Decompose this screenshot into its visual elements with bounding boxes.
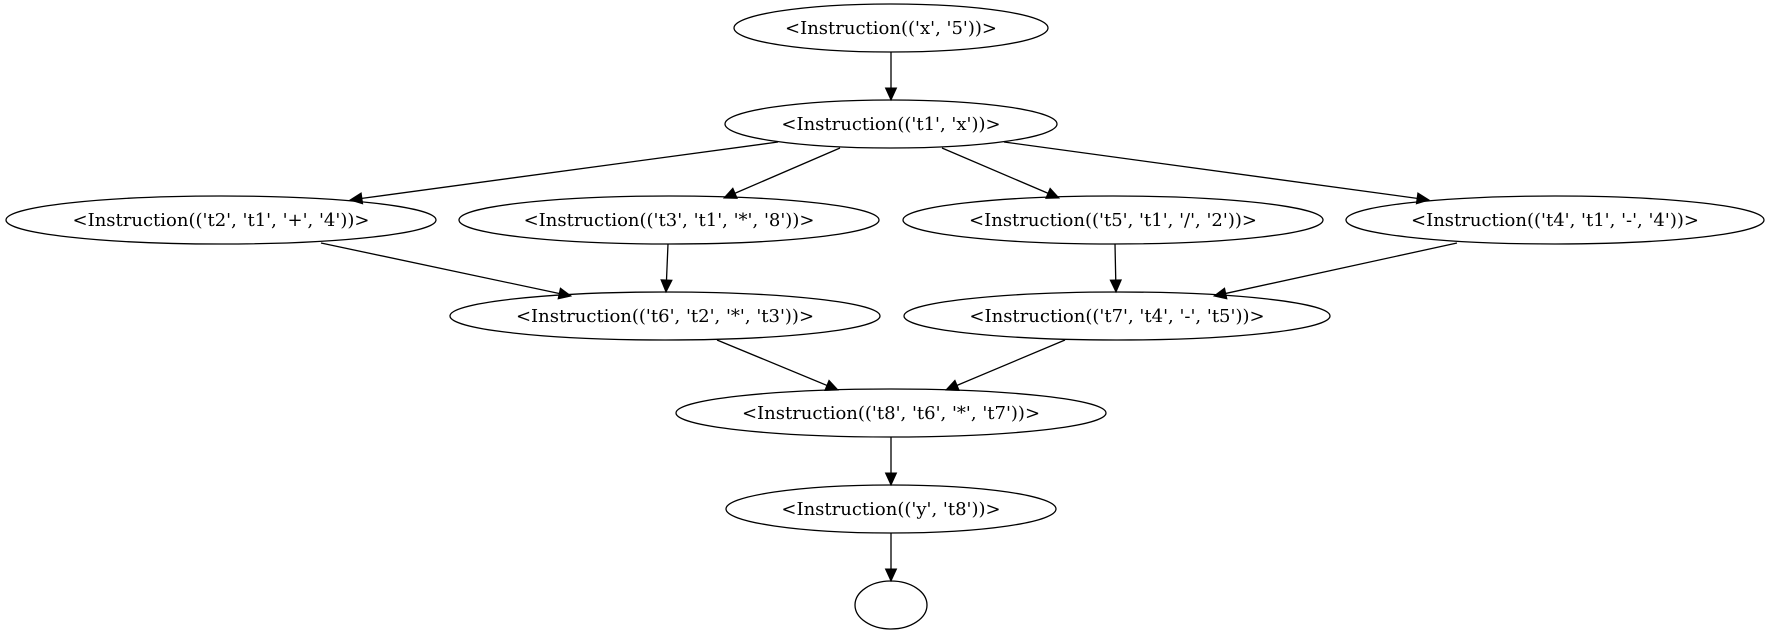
arrowhead xyxy=(884,87,898,102)
edge-t5-to-t7 xyxy=(1109,243,1123,294)
edge-t8-to-y xyxy=(884,437,898,487)
nodes-layer: <Instruction(('x', '5'))> <Instruction(('… xyxy=(5,3,1765,630)
node-t5: <Instruction(('t5', 't1', '/', '2'))> xyxy=(902,195,1324,245)
edge-line xyxy=(941,147,1049,194)
node-ellipse xyxy=(903,291,1331,341)
edge-y-to-end xyxy=(884,533,898,583)
edge-line xyxy=(734,147,841,194)
arrowhead xyxy=(1045,187,1061,199)
arrowhead xyxy=(722,187,738,199)
node-ellipse xyxy=(902,195,1324,245)
node-t7: <Instruction(('t7', 't4', '-', 't5'))> xyxy=(903,291,1331,341)
node-t3: <Instruction(('t3', 't1', '*', '8'))> xyxy=(458,195,880,245)
node-ellipse xyxy=(5,195,437,245)
edge-line xyxy=(1114,243,1117,281)
node-x5: <Instruction(('x', '5'))> xyxy=(733,3,1049,53)
node-label: <Instruction(('t1', 'x'))> xyxy=(781,114,1000,135)
node-ellipse xyxy=(733,3,1049,53)
node-t1: <Instruction(('t1', 'x'))> xyxy=(724,99,1058,149)
arrowhead xyxy=(1212,287,1228,300)
edge-line xyxy=(1225,242,1458,295)
node-ellipse xyxy=(675,388,1107,438)
node-y: <Instruction(('y', 't8'))> xyxy=(725,484,1057,534)
node-t4: <Instruction(('t4', 't1', '-', '4'))> xyxy=(1345,195,1765,245)
edge-line xyxy=(320,242,560,295)
edges-layer xyxy=(320,52,1458,583)
edge-t6-to-t8 xyxy=(716,339,840,392)
node-label: <Instruction(('t6', 't2', '*', 't3'))> xyxy=(516,306,814,327)
node-label: <Instruction(('t2', 't1', '+', '4'))> xyxy=(73,210,370,231)
node-ellipse xyxy=(458,195,880,245)
node-label: <Instruction(('t8', 't6', '*', 't7'))> xyxy=(742,403,1040,424)
arrowhead xyxy=(660,279,673,294)
edge-t2-to-t6 xyxy=(320,242,573,300)
edge-t1-to-t4 xyxy=(1003,141,1431,205)
node-t6: <Instruction(('t6', 't2', '*', 't3'))> xyxy=(449,291,881,341)
arrowhead xyxy=(944,379,960,391)
node-ellipse xyxy=(854,580,928,630)
edge-t7-to-t8 xyxy=(944,339,1066,391)
edge-line xyxy=(665,243,669,281)
node-ellipse xyxy=(725,484,1057,534)
node-t2: <Instruction(('t2', 't1', '+', '4'))> xyxy=(5,195,437,245)
node-label: <Instruction(('t3', 't1', '*', '8'))> xyxy=(524,210,815,231)
arrowhead xyxy=(884,472,898,487)
edge-line xyxy=(361,141,779,200)
node-t8: <Instruction(('t8', 't6', '*', 't7'))> xyxy=(675,388,1107,438)
edge-t1-to-t5 xyxy=(941,147,1061,199)
node-label: <Instruction(('y', 't8'))> xyxy=(781,499,1000,520)
node-label: <Instruction(('t4', 't1', '-', '4'))> xyxy=(1411,210,1699,231)
edge-line xyxy=(956,339,1066,386)
node-ellipse xyxy=(1345,195,1765,245)
arrowhead xyxy=(824,379,840,392)
edge-line xyxy=(1003,141,1418,200)
arrowhead xyxy=(884,568,898,583)
arrowhead xyxy=(557,287,573,300)
node-ellipse xyxy=(724,99,1058,149)
edge-x5-to-t1 xyxy=(884,52,898,102)
edge-t1-to-t2 xyxy=(348,141,779,205)
edge-t1-to-t3 xyxy=(722,147,841,199)
node-label: <Instruction(('t5', 't1', '/', '2'))> xyxy=(969,210,1257,231)
edge-t3-to-t6 xyxy=(660,243,673,294)
edge-t4-to-t7 xyxy=(1212,242,1458,300)
node-end xyxy=(854,580,928,630)
node-ellipse xyxy=(449,291,881,341)
node-label: <Instruction(('t7', 't4', '-', 't5'))> xyxy=(969,306,1264,327)
edge-line xyxy=(716,339,828,387)
node-label: <Instruction(('x', '5'))> xyxy=(785,18,997,39)
arrowhead xyxy=(1109,279,1123,294)
